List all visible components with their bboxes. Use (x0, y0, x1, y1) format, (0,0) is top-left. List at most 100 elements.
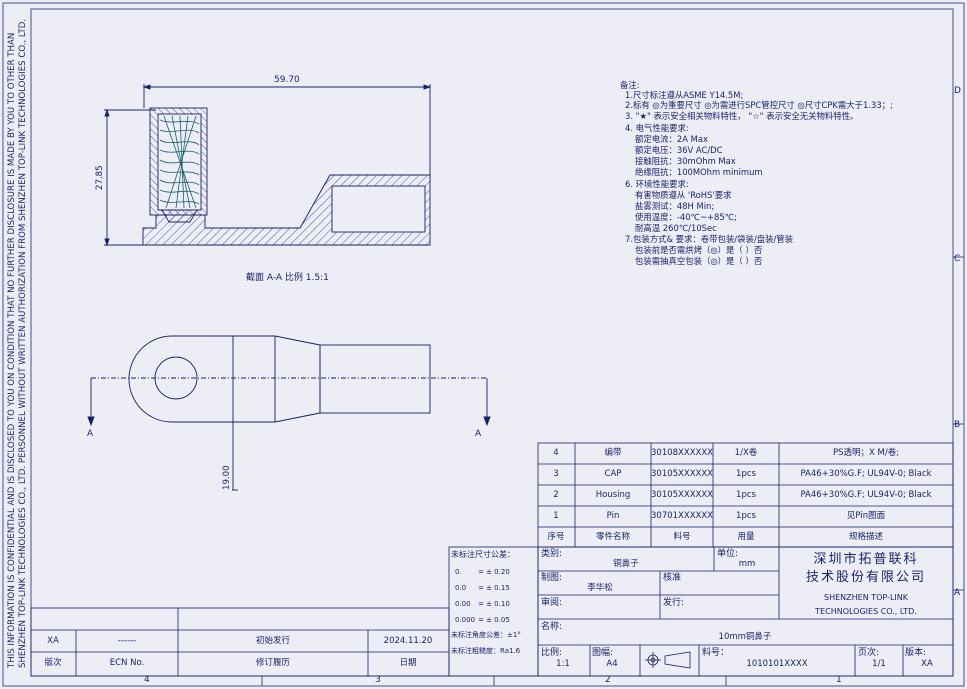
revision-header-cell: 版次 (44, 658, 62, 668)
size-value: A4 (606, 659, 618, 669)
dim-width: 19.00 (222, 465, 232, 490)
zone-2: 2 (605, 675, 611, 685)
note-line: 绝缘阻抗：100MOhm minimum (635, 167, 763, 177)
bom-cell: PS透明；X M/卷; (832, 448, 900, 458)
zone-1: 1 (836, 675, 842, 685)
issue-label: 发行: (663, 598, 685, 608)
dim-length: 59.70 (274, 75, 300, 85)
zone-d: D (954, 86, 961, 96)
bom-cell: PA46+30%G.F; UL94V-0; Black (800, 469, 932, 479)
zone-c: C (954, 254, 961, 264)
note-line: 有害物质遵从 'RoHS'要求 (635, 190, 732, 200)
bom-cell: Housing (595, 490, 631, 500)
tolerance-roughness: 未标注粗糙度：Ra1.6 (451, 647, 521, 655)
bom-cell: 30108XXXXXX (651, 448, 713, 458)
tolerance-value: = ± 0.05 (478, 616, 510, 624)
bom-cell: 编带 (604, 448, 622, 458)
confidential-notice-line2: SHENZHEN TOP-LINK TECHNOLOGIES CO., LTD.… (18, 18, 28, 668)
page-value: 1/1 (872, 659, 886, 669)
revision-cell: ------ (117, 636, 137, 646)
bom-header-cell: 零件名称 (595, 532, 631, 542)
bom-cell: 2 (553, 490, 559, 500)
tolerance-value: = ± 0.15 (478, 584, 510, 592)
note-line: 盐雾测试：48H Min; (635, 201, 715, 211)
size-label: 图幅: (592, 648, 614, 658)
note-line: 包装需抽真空包装（◎）是（ ）否 (635, 256, 763, 266)
category-label: 类别: (541, 549, 563, 559)
note-line: 使用温度：-40℃~+85℃; (635, 212, 737, 222)
tolerance-title: 未标注尺寸公差： (451, 550, 515, 559)
page-label: 页次: (858, 648, 880, 658)
note-line: 7.包装方式& 要求：卷带包装/袋装/盘装/管装 (625, 234, 794, 244)
tolerance-key: 0.0 (455, 584, 467, 592)
version-value: XA (921, 659, 933, 669)
check-label: 核准 (663, 573, 682, 583)
bom-cell: 30105XXXXXX (651, 469, 713, 479)
bom-header-cell: 规格描述 (848, 532, 884, 542)
revision-grid (30, 607, 450, 677)
company-name-en-1: SHENZHEN TOP-LINK (824, 593, 908, 602)
bom-cell: 1pcs (736, 511, 756, 521)
note-line: 2.标有 ◎为重要尺寸 ◎为需进行SPC管控尺寸 ◎尺寸CPK需大于1.33；; (625, 100, 893, 110)
note-line: 4. 电气性能要求: (625, 123, 689, 133)
company-name-en-2: TECHNOLOGIES CO., LTD. (815, 607, 917, 616)
zone-3: 3 (375, 675, 381, 685)
tolerance-value: = ± 0.20 (478, 568, 510, 576)
note-line: 额定电流：2A Max (635, 134, 708, 144)
name-value: 10mm铜鼻子 (718, 632, 772, 642)
drawn-label: 制图: (541, 573, 563, 583)
company-name-cn-1: 深圳市拓普联科 (813, 552, 919, 567)
bom-cell: 30701XXXXXX (651, 511, 713, 521)
name-label: 名称: (541, 622, 563, 632)
part-number-value: 1010101XXXX (746, 659, 808, 669)
bom-cell: 1/X卷 (734, 448, 758, 458)
projection-symbol (645, 651, 691, 669)
note-line: 额定电压：36V AC/DC (635, 145, 723, 155)
note-line: 包装前是否需烘烤（◎）是（ ）否 (635, 245, 763, 255)
section-caption: 截面 A-A 比例 1.5:1 (246, 273, 329, 283)
zone-4: 4 (144, 675, 150, 685)
revision-header-cell: 修订履历 (255, 658, 291, 668)
bom-cell: 1pcs (736, 469, 756, 479)
category-value: 铜鼻子 (613, 559, 639, 569)
scale-value: 1:1 (556, 659, 570, 669)
tongue-outline (128, 335, 233, 423)
dim-height: 27.85 (95, 165, 105, 190)
bom-cell: Pin (606, 511, 620, 521)
tolerance-key: 0. (455, 568, 462, 576)
review-label: 审阅: (541, 598, 563, 608)
section-mark-left: A (87, 429, 94, 439)
company-name-cn-2: 技术股份有限公司 (805, 570, 927, 585)
top-view (87, 335, 491, 491)
barrel-outline (319, 344, 431, 414)
tolerance-key: 0.000 (455, 616, 476, 624)
title-block-grid (448, 546, 954, 677)
bom-cell: CAP (604, 469, 622, 479)
revision-header-cell: 日期 (399, 658, 417, 668)
bom-header-cell: 序号 (547, 532, 565, 542)
tolerance-key: 0.00 (455, 600, 471, 608)
revision-header-cell: ECN No. (109, 658, 145, 668)
revision-cell: XA (47, 636, 59, 646)
section-mark-right: A (475, 429, 482, 439)
bom-cell: 4 (553, 448, 559, 458)
version-label: 版本: (905, 648, 927, 658)
bom-cell: 1pcs (736, 490, 756, 500)
bom-cell: 1 (553, 511, 559, 521)
zone-a: A (954, 588, 961, 598)
revision-cell: 2024.11.20 (383, 636, 433, 646)
zone-b: B (954, 420, 961, 430)
note-line: 耐高温 260℃/10Sec (635, 223, 717, 233)
note-line: 接触阻抗：30mOhm Max (635, 156, 736, 166)
bom-cell: 见Pin图面 (846, 511, 886, 521)
cap-coil (159, 115, 200, 209)
part-number-label: 料号： (702, 648, 730, 658)
drawn-value: 李华松 (587, 583, 613, 593)
note-line: 6. 环境性能要求: (625, 179, 689, 189)
note-title: 备注: (620, 80, 640, 90)
scale-label: 比例: (541, 648, 563, 658)
section-view (104, 84, 432, 247)
note-line: 3. "★" 表示安全相关物料特性， "☆" 表示安全无关物料特性。 (625, 111, 859, 121)
bom-cell: 3 (553, 469, 559, 479)
